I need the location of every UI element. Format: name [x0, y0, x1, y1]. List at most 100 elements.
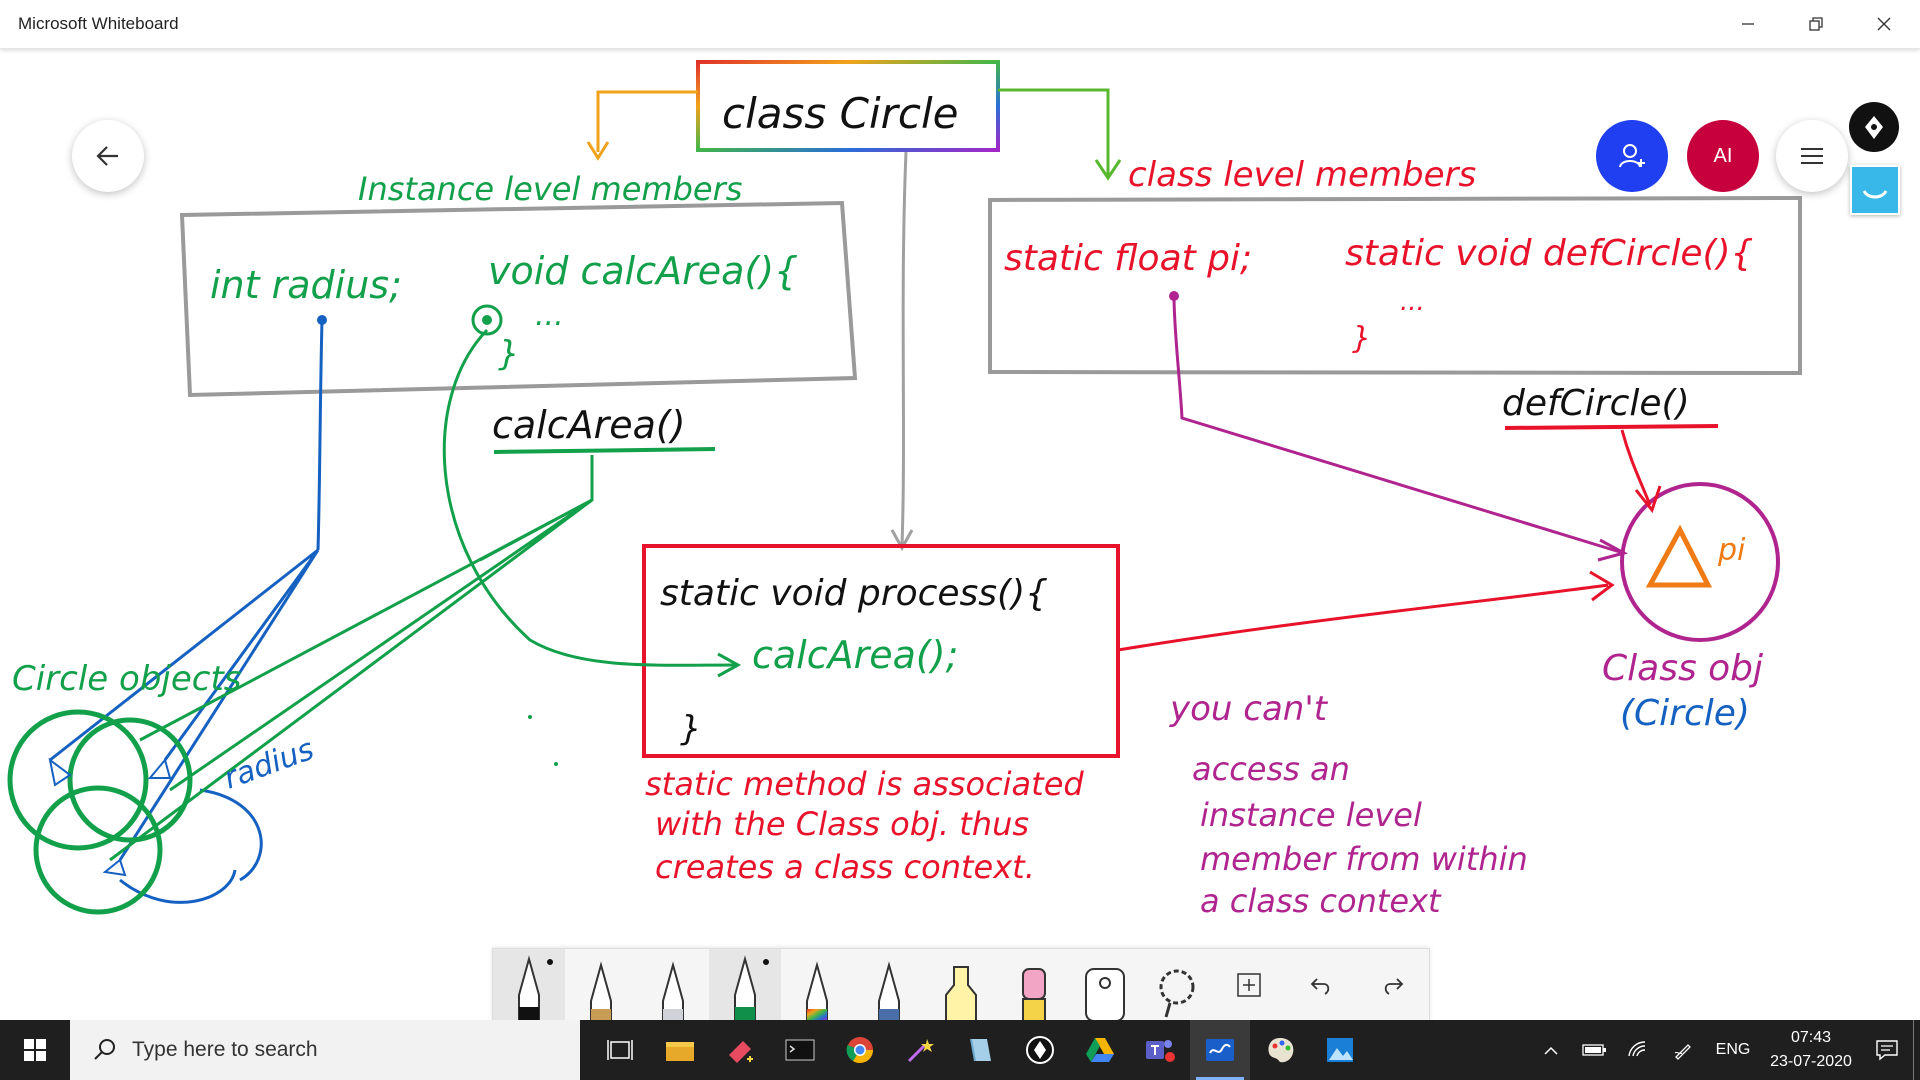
invite-button[interactable]: [1596, 120, 1668, 192]
battery-icon[interactable]: [1573, 1020, 1617, 1080]
lasso-tool[interactable]: [1141, 949, 1213, 1021]
class-level-ellipsis: ...: [1400, 287, 1425, 317]
add-button[interactable]: [1213, 949, 1285, 1021]
drive-icon: [1086, 1038, 1114, 1062]
hamburger-icon: [1801, 148, 1823, 164]
whiteboard-app-button[interactable]: [1190, 1020, 1250, 1080]
paint3d-button[interactable]: [1250, 1020, 1310, 1080]
pen-black-tool[interactable]: [493, 949, 565, 1021]
taskbar-search[interactable]: Type here to search: [70, 1020, 580, 1080]
wand-icon: [907, 1039, 934, 1063]
class-obj-sublabel: (Circle): [1620, 693, 1750, 734]
cant-note-line4: member from within: [1200, 840, 1528, 878]
paint-icon: [729, 1041, 753, 1063]
menu-button[interactable]: [1776, 120, 1848, 192]
whiteboard-canvas[interactable]: class Circle Instance level members int …: [0, 49, 1920, 1019]
pen-logo-icon[interactable]: [1849, 102, 1899, 152]
class-level-heading: class level members: [1128, 155, 1476, 195]
windows-logo-icon: [24, 1039, 46, 1061]
highlighter-icon: [945, 966, 977, 1021]
add-person-icon: [1619, 144, 1645, 168]
class-obj-circle: [1620, 482, 1780, 642]
file-explorer-button[interactable]: [650, 1020, 710, 1080]
class-level-box: [988, 195, 1802, 376]
whiteboard-icon: [1206, 1039, 1234, 1061]
task-view-button[interactable]: [590, 1020, 650, 1080]
pen-galaxy-icon: [878, 961, 900, 1021]
pen-silver-tool[interactable]: [637, 949, 709, 1021]
arrow-left-icon: [96, 146, 118, 166]
clock-time: 07:43: [1790, 1029, 1832, 1046]
ruler-icon: [1085, 968, 1125, 1021]
minimize-icon: [1742, 23, 1754, 25]
pen-galaxy-tool[interactable]: [853, 949, 925, 1021]
minimize-button[interactable]: [1714, 0, 1782, 48]
pi-label: pi: [1717, 533, 1746, 568]
redo-button[interactable]: [1357, 949, 1429, 1021]
class-level-brace: }: [1352, 321, 1371, 356]
class-level-field: static float pi;: [1004, 238, 1252, 279]
plus-icon: [1237, 973, 1261, 997]
pen-silver-icon: [662, 961, 684, 1021]
language-indicator[interactable]: ENG: [1715, 1041, 1751, 1058]
cant-note-line1: you can't: [1169, 689, 1329, 729]
close-button[interactable]: [1850, 0, 1918, 48]
pen-rainbow-icon: [806, 961, 828, 1021]
pen-green-tool[interactable]: [709, 949, 781, 1021]
instance-heading: Instance level members: [358, 170, 742, 208]
paint-app-button[interactable]: [710, 1020, 770, 1080]
static-note-line3: creates a class context.: [655, 848, 1035, 886]
arrow-to-class-level: [998, 88, 1110, 175]
palette-icon: [1268, 1038, 1294, 1063]
instance-method: void calcArea(){: [488, 249, 798, 293]
photos-icon: [1327, 1038, 1353, 1062]
static-note-line1: static method is associated: [645, 765, 1084, 803]
pen-app-icon: [1026, 1036, 1054, 1064]
back-button[interactable]: [72, 120, 144, 192]
teams-button[interactable]: [1130, 1020, 1190, 1080]
clock[interactable]: 07:43 23-07-2020: [1761, 1026, 1861, 1074]
task-view-icon: [607, 1040, 633, 1060]
windows-taskbar: Type here to search: [0, 1020, 1920, 1080]
circle-objects-label: Circle objects: [12, 659, 242, 699]
class-obj-label: Class obj: [1602, 648, 1763, 689]
teams-icon: [1146, 1040, 1175, 1062]
eraser-tool[interactable]: [997, 949, 1069, 1021]
ruler-tool[interactable]: [1069, 949, 1141, 1021]
photos-button[interactable]: [1310, 1020, 1370, 1080]
pen-rainbow-tool[interactable]: [781, 949, 853, 1021]
magic-wand-button[interactable]: [890, 1020, 950, 1080]
redo-icon: [1384, 978, 1404, 995]
notes-icon: [970, 1038, 991, 1062]
start-button[interactable]: [0, 1020, 70, 1080]
show-desktop[interactable]: [1913, 1020, 1920, 1080]
terminal-button[interactable]: [770, 1020, 830, 1080]
cant-note-line5: a class context: [1200, 882, 1442, 920]
pen-gold-icon: [590, 961, 612, 1021]
drive-button[interactable]: [1070, 1020, 1130, 1080]
wifi-icon[interactable]: [1617, 1020, 1661, 1080]
pen-settings-icon[interactable]: [1661, 1020, 1705, 1080]
highlighter-tool[interactable]: [925, 949, 997, 1021]
chrome-icon: [846, 1037, 874, 1064]
search-placeholder: Type here to search: [132, 1038, 318, 1061]
notifications-icon[interactable]: [1861, 1020, 1913, 1080]
process-brace: }: [680, 709, 702, 749]
ink-toolbar: [492, 948, 1430, 1022]
undo-button[interactable]: [1285, 949, 1357, 1021]
user-avatar[interactable]: AI: [1687, 120, 1759, 192]
clock-date: 23-07-2020: [1770, 1053, 1852, 1070]
restore-button[interactable]: [1782, 0, 1850, 48]
instance-ellipsis: ...: [535, 298, 564, 333]
instance-box: [179, 200, 858, 398]
smile-icon[interactable]: [1850, 165, 1900, 215]
chevron-up-icon[interactable]: [1529, 1020, 1573, 1080]
chrome-button[interactable]: [830, 1020, 890, 1080]
notes-app-button[interactable]: [950, 1020, 1010, 1080]
pen-gold-tool[interactable]: [565, 949, 637, 1021]
undo-icon: [1310, 978, 1330, 995]
static-note-line2: with the Class obj. thus: [655, 805, 1029, 843]
class-circle-title: class Circle: [722, 89, 958, 138]
cant-note-line3: instance level: [1200, 796, 1422, 834]
pen-app-button[interactable]: [1010, 1020, 1070, 1080]
